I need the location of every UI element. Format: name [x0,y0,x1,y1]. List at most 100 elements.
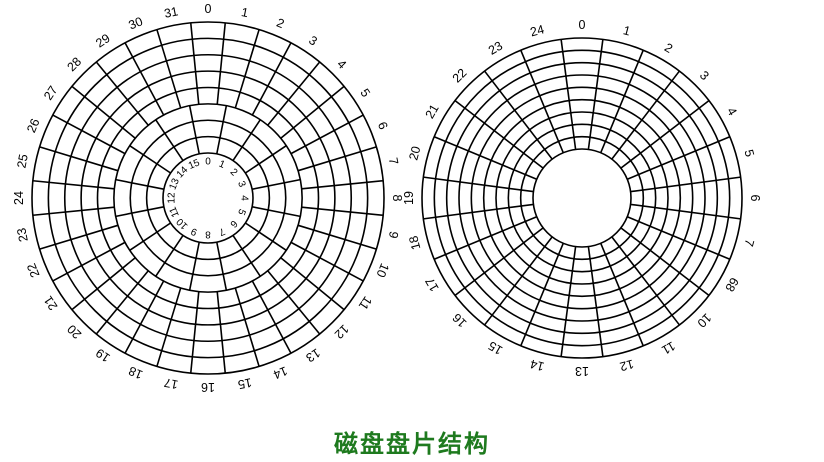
outer-sector-line [124,42,165,116]
sector-label: 20 [406,145,423,162]
sector-line [620,227,710,297]
outer-sector-line [32,179,115,190]
outer-sector-line [39,224,119,250]
outer-sector-line [156,29,182,109]
inner-sector-line [115,178,165,191]
inner-sector-line [129,145,172,174]
outer-sector-label: 17 [163,375,179,391]
outer-sector-label: 2 [274,16,286,32]
outer-sector-line [297,224,377,250]
sector-line [587,246,604,357]
inner-sector-label: 7 [217,225,227,237]
track-circle-8 [433,49,731,347]
outer-sector-line [124,280,165,354]
sector-label: 7 [741,238,756,248]
inner-sector-line [232,234,261,277]
inner-sector-label: 5 [235,207,247,217]
outer-sector-label: 16 [201,380,215,394]
sector-line [626,216,731,260]
inner-sector-label: 2 [228,167,240,179]
sector-label: 2 [662,40,675,56]
outer-sector-label: 14 [271,363,289,381]
outer-sector-line [71,257,136,311]
track-circle-7 [47,37,369,359]
inner-sector-line [155,119,184,162]
outer-sector-label: 26 [24,117,42,135]
sector-label: 4 [724,105,740,118]
track-circle-9 [421,37,743,359]
outer-sector-line [32,206,115,217]
outer-sector-label: 5 [357,86,373,100]
outer-sector-label: 7 [386,156,401,166]
sector-label: 13 [575,364,589,378]
outer-sector-label: 24 [12,191,26,205]
outer-sector-line [301,179,384,190]
outer-sector-label: 9 [386,230,401,240]
sector-line [600,242,644,347]
track-circle-0 [532,148,632,248]
inner-sector-line [215,105,228,155]
outer-sector-label: 3 [306,33,320,49]
sector-label: 0 [579,18,586,32]
outer-sector-line [290,114,364,155]
sector-line [600,49,644,154]
outer-sector-label: 18 [127,363,145,381]
track-circle-6 [63,53,353,343]
outer-sector-line [290,241,364,282]
diagram-caption: 磁盘盘片结构 [334,429,490,458]
sector-line [423,203,534,220]
outer-sector-line [95,270,149,335]
inner-sector-line [244,145,287,174]
outer-sector-line [267,61,321,126]
inner-sector-label: 4 [239,195,250,201]
inner-sector-label: 6 [227,218,239,230]
outer-sector-label: 1 [240,5,250,20]
outer-sector-line [39,146,119,172]
outer-sector-line [52,241,126,282]
sector-line [620,99,710,169]
outer-sector-line [234,287,260,367]
track-circle-5 [80,70,336,326]
inner-sector-line [215,241,228,291]
inner-sector-line [115,205,165,218]
track-circle-3 [113,103,303,293]
inner-sector-label: 11 [168,204,182,218]
outer-sector-line [52,114,126,155]
outer-sector-label: 13 [303,345,322,364]
sector-label: 16 [450,310,470,330]
sector-label: 23 [486,39,505,58]
sector-line [433,216,538,260]
outer-sector-line [251,280,292,354]
outer-sector-line [71,85,136,139]
sector-line [560,246,577,357]
inner-sector-label: 8 [205,229,211,240]
track-circle-6 [458,74,706,322]
outer-sector-label: 29 [93,31,112,50]
outer-sector-label: 4 [334,57,349,72]
sector-line [626,136,731,180]
outer-sector-label: 8 [390,195,404,202]
inner-sector-label: 0 [205,157,211,168]
outer-sector-label: 20 [64,322,84,342]
outer-sector-label: 0 [205,2,212,16]
outer-sector-line [216,291,227,374]
sector-label: 68 [722,275,741,294]
sector-label: 5 [741,148,756,158]
inner-sector-line [188,105,201,155]
sector-label: 10 [694,310,714,330]
sector-label: 14 [529,357,546,374]
sector-label: 17 [423,275,442,294]
outer-sector-line [280,257,345,311]
inner-sector-line [251,205,301,218]
outer-sector-label: 23 [14,227,30,243]
outer-sector-label: 31 [163,4,179,20]
inner-sector-label: 12 [167,192,178,204]
outer-sector-line [95,61,149,126]
track-circle-7 [445,61,719,335]
track-circle-5 [470,86,694,310]
outer-sector-label: 19 [93,345,112,364]
sector-line [454,99,544,169]
sector-label: 18 [406,234,423,251]
